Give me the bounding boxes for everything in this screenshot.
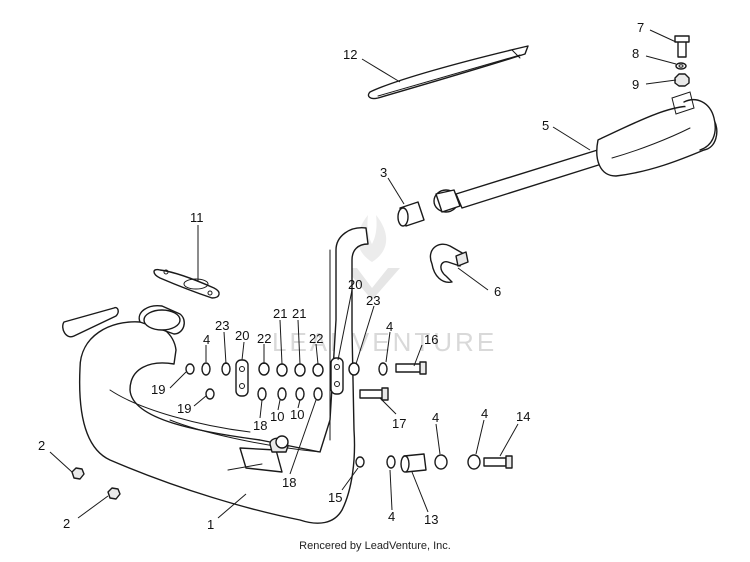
watermark: LEADVENTURE <box>272 215 497 357</box>
exhaust-pipe-part <box>62 227 369 524</box>
callout-18-upper: 18 <box>253 418 267 433</box>
watermark-text: LEADVENTURE <box>272 327 497 357</box>
callout-5: 5 <box>542 118 549 133</box>
callout-3: 3 <box>380 165 387 180</box>
callout-4-upper: 4 <box>386 319 393 334</box>
callout-2-upper: 2 <box>38 438 45 453</box>
muffler-nut-part <box>674 73 690 87</box>
muffler-part <box>433 91 718 213</box>
callout-21-left: 21 <box>273 306 287 321</box>
callout-23-left: 23 <box>215 318 229 333</box>
isolator-plate-parts <box>235 357 344 397</box>
credit-line: Rencered by LeadVenture, Inc. <box>299 540 451 552</box>
callout-21-right: 21 <box>292 306 306 321</box>
callout-14: 14 <box>516 409 530 424</box>
gasket-part <box>153 268 220 299</box>
callout-4-mid: 4 <box>432 410 439 425</box>
callout-23-upper: 23 <box>366 293 380 308</box>
callout-18-lower: 18 <box>282 475 296 490</box>
callout-11: 11 <box>190 210 204 225</box>
callout-4-bottom: 4 <box>388 509 395 524</box>
leader-lines <box>49 29 677 519</box>
callouts: 12 7 8 9 5 3 11 6 20 23 4 16 23 22 21 21… <box>38 20 644 532</box>
callout-2-lower: 2 <box>63 516 70 531</box>
callout-22-right: 22 <box>309 331 323 346</box>
spacer-part <box>400 453 427 473</box>
callout-17: 17 <box>392 416 406 431</box>
callout-19-lower: 19 <box>177 401 191 416</box>
callout-13: 13 <box>424 512 438 527</box>
callout-15: 15 <box>328 490 342 505</box>
bolt-parts <box>359 361 513 469</box>
callout-16: 16 <box>424 332 438 347</box>
callout-10-left: 10 <box>270 409 284 424</box>
callout-10-right: 10 <box>290 407 304 422</box>
pipe-nut-part <box>71 467 121 500</box>
callout-8: 8 <box>632 46 639 61</box>
callout-4-left: 4 <box>203 332 210 347</box>
callout-4-right: 4 <box>481 406 488 421</box>
callout-19-upper: 19 <box>151 382 165 397</box>
muffler-washer-part <box>675 62 687 70</box>
callout-9: 9 <box>632 77 639 92</box>
callout-20-upper: 20 <box>348 277 362 292</box>
callout-20-left: 20 <box>235 328 249 343</box>
muffler-bolt-part <box>674 35 690 58</box>
clamp-part <box>429 243 469 283</box>
callout-12: 12 <box>343 47 357 62</box>
washer-parts <box>185 362 481 470</box>
callout-22-left: 22 <box>257 331 271 346</box>
callout-1: 1 <box>207 517 214 532</box>
coupler-part <box>397 201 425 227</box>
callout-7: 7 <box>637 20 644 35</box>
callout-6: 6 <box>494 284 501 299</box>
heat-shield-part <box>367 45 529 100</box>
